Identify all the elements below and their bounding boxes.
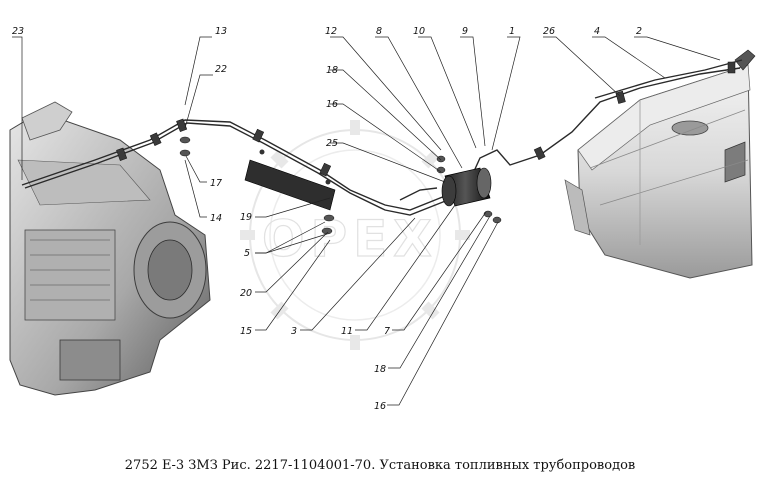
callout-18-upper: 18 [326, 65, 338, 76]
callout-7: 7 [384, 326, 390, 337]
callout-labels: 23 13 22 17 14 12 8 10 9 1 26 4 2 18 16 … [12, 26, 642, 412]
callout-9: 9 [462, 26, 468, 37]
callout-5: 5 [244, 248, 250, 259]
fuel-filter [441, 167, 492, 207]
callout-15: 15 [240, 326, 252, 337]
callout-25: 25 [326, 138, 338, 149]
callout-20: 20 [240, 288, 252, 299]
fuel-line-assembly-diagram: OPEX [9, 26, 756, 412]
pipe-clips [116, 61, 736, 177]
callout-3: 3 [291, 326, 297, 337]
callout-13: 13 [215, 26, 227, 37]
callout-1: 1 [509, 26, 515, 37]
callout-4: 4 [594, 26, 600, 37]
callout-11: 11 [341, 326, 353, 337]
washers [179, 136, 502, 235]
callout-10: 10 [413, 26, 425, 37]
fuel-tank [564, 49, 756, 279]
figure-caption: 2752 Е-3 ЗМЗ Рис. 2217-1104001-70. Устан… [124, 458, 636, 473]
callout-18-lower: 18 [374, 364, 386, 375]
mounting-bracket [244, 149, 336, 211]
watermark-gear: OPEX [240, 120, 470, 350]
callout-17: 17 [210, 178, 222, 189]
leader-lines [12, 36, 721, 406]
callout-12: 12 [325, 26, 337, 37]
callout-19: 19 [240, 212, 252, 223]
callout-26: 26 [543, 26, 555, 37]
callout-2: 2 [636, 26, 642, 37]
callout-23: 23 [12, 26, 24, 37]
callout-14: 14 [210, 213, 222, 224]
callout-16-lower: 16 [374, 401, 386, 412]
watermark-logo: OPEX [262, 210, 438, 268]
engine-block [9, 101, 211, 396]
callout-16-upper: 16 [326, 99, 338, 110]
callout-22: 22 [215, 64, 227, 75]
callout-8: 8 [376, 26, 382, 37]
